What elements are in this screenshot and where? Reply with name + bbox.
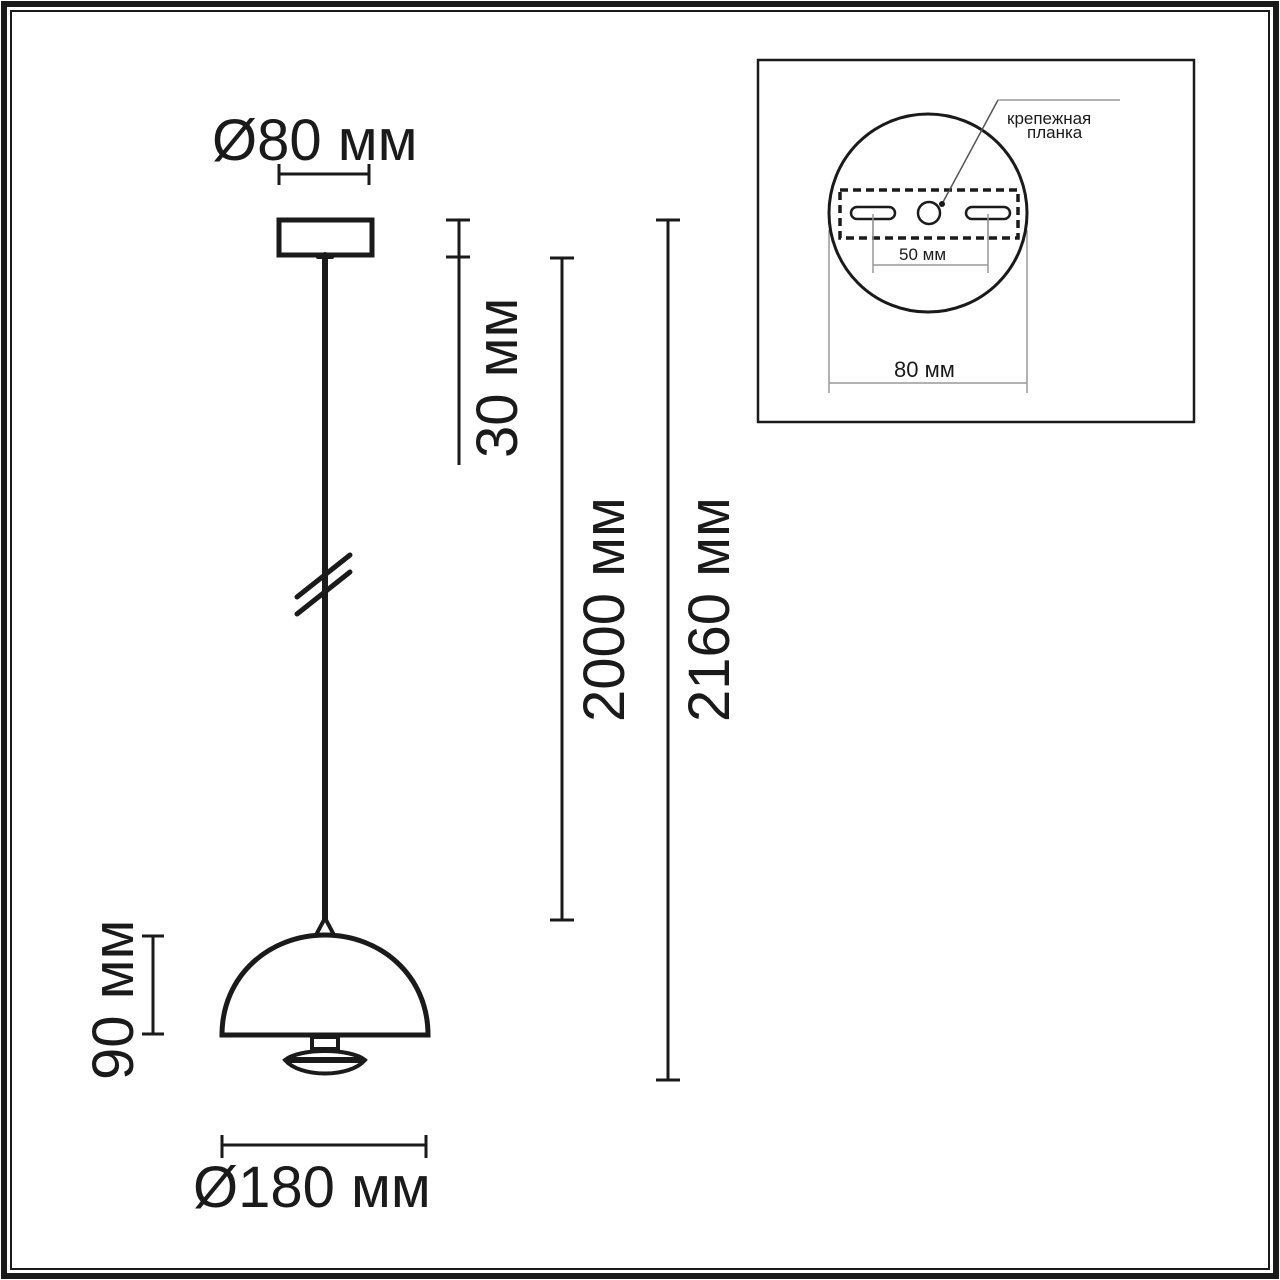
shade-height-label: 90 мм	[81, 920, 146, 1080]
callout-label-line2: планка	[1027, 123, 1083, 142]
canopy-diameter-dimension	[277, 164, 371, 185]
slot-spacing-label: 50 мм	[899, 245, 946, 264]
total-height-label: 2160 мм	[677, 497, 742, 722]
plate-diameter-label: 80 мм	[894, 357, 955, 382]
shade-height-dimension	[142, 934, 164, 1036]
canopy-height-label: 30 мм	[465, 298, 530, 458]
cord-length-label: 2000 мм	[572, 497, 637, 722]
inner-border	[10, 10, 1270, 1270]
shade-diameter-label: Ø180 мм	[193, 1155, 431, 1220]
plate-circle	[827, 112, 1029, 314]
total-height-dimension	[656, 218, 680, 1082]
canopy-height-dimension	[446, 218, 470, 465]
break-mark-icon	[294, 552, 353, 600]
callout-label-line1: крепежная	[1007, 109, 1091, 128]
canopy-diameter-label: Ø80 мм	[212, 108, 418, 173]
cord-length-dimension	[550, 256, 574, 922]
canopy-icon	[276, 217, 375, 258]
shade-diameter-dimension	[220, 1135, 428, 1158]
mounting-bar	[838, 188, 1020, 240]
mounting-plate-inset: крепежная планка 50 мм 80 мм	[756, 58, 1196, 424]
shade-icon	[219, 932, 431, 1038]
lamp-figure	[219, 217, 431, 1076]
